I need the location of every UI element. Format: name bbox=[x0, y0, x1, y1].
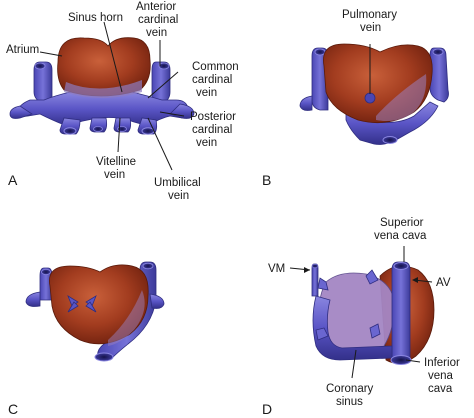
panel-d: VM AV Superior vena cava Inferior vena c… bbox=[262, 217, 460, 417]
label-common-cardinal-2: cardinal bbox=[192, 74, 232, 86]
label-av: AV bbox=[436, 277, 451, 289]
panel-b: Pulmonary vein B bbox=[262, 9, 449, 188]
label-vitelline-1: Vitelline bbox=[96, 156, 136, 168]
label-umbilical-2: vein bbox=[168, 190, 189, 202]
panel-letter-d: D bbox=[262, 401, 272, 417]
label-sinus-horn: Sinus horn bbox=[68, 12, 123, 24]
panel-letter-a: A bbox=[8, 172, 18, 188]
label-common-cardinal-3: vein bbox=[196, 87, 217, 99]
label-pulmonary-1: Pulmonary bbox=[342, 9, 397, 21]
label-inferior-3: cava bbox=[428, 383, 453, 395]
panel-letter-c: C bbox=[8, 401, 18, 417]
label-anterior-cardinal-3: vein bbox=[146, 27, 167, 39]
label-posterior-cardinal-3: vein bbox=[196, 137, 217, 149]
label-coronary-1: Coronary bbox=[326, 383, 374, 395]
panel-b-pulmonary-opening bbox=[364, 92, 376, 104]
label-pulmonary-2: vein bbox=[360, 22, 381, 34]
label-vm: VM bbox=[268, 263, 285, 275]
label-posterior-cardinal-1: Posterior bbox=[190, 111, 236, 123]
label-posterior-cardinal-2: cardinal bbox=[192, 124, 232, 136]
panel-c-sinus-overlay bbox=[108, 290, 145, 346]
label-superior-1: Superior bbox=[380, 217, 424, 229]
panel-c: C bbox=[8, 261, 165, 417]
panel-letter-b: B bbox=[262, 172, 271, 188]
label-anterior-cardinal-1: Anterior bbox=[136, 1, 176, 13]
label-umbilical-1: Umbilical bbox=[154, 177, 201, 189]
label-anterior-cardinal-2: cardinal bbox=[138, 14, 178, 26]
label-vitelline-2: vein bbox=[104, 169, 125, 181]
panel-c-pulmonary-stubs bbox=[67, 295, 97, 313]
label-superior-2: vena cava bbox=[374, 230, 427, 242]
label-inferior-1: Inferior bbox=[424, 357, 460, 369]
label-common-cardinal-1: Common bbox=[192, 61, 239, 73]
panel-a-sinus-overlay bbox=[64, 80, 142, 98]
label-atrium: Atrium bbox=[6, 44, 39, 56]
panel-b-sinus-overlay bbox=[376, 74, 427, 121]
label-coronary-2: sinus bbox=[336, 396, 363, 408]
panel-a: Atrium Sinus horn Anterior cardinal vein… bbox=[6, 1, 239, 202]
panel-d-vein-system bbox=[311, 261, 412, 365]
label-inferior-2: vena bbox=[428, 370, 454, 382]
